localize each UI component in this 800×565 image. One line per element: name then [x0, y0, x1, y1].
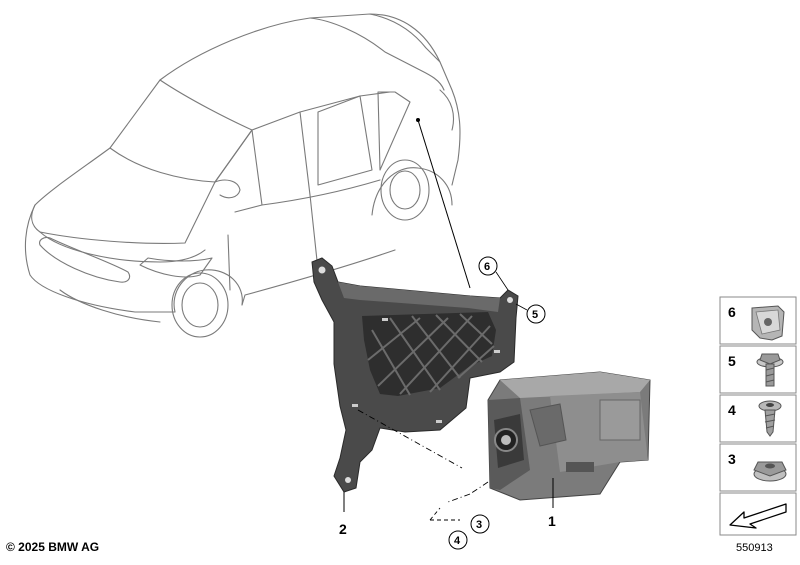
callout-label-1: 1 [548, 513, 556, 529]
side-part-arrow [719, 492, 797, 536]
vehicle-outline [24, 13, 461, 338]
control-unit-part-1 [487, 371, 651, 501]
u-nut-clip-icon [751, 305, 785, 341]
side-part-3[interactable]: 3 [719, 443, 797, 492]
side-parts-legend: 6 5 4 [719, 296, 797, 536]
callout-label-4: 4 [454, 535, 461, 547]
location-leader-line [416, 118, 471, 289]
assembly-lines [357, 409, 489, 503]
side-part-4[interactable]: 4 [719, 394, 797, 443]
callout-1[interactable]: 1 [548, 478, 556, 529]
bracket-part-2 [311, 257, 519, 493]
callout-3[interactable]: 3 [470, 514, 490, 534]
callout-label-3: 3 [476, 519, 482, 531]
hex-bolt-washer-icon [756, 353, 784, 387]
side-part-6-label: 6 [728, 304, 736, 320]
callout-label-2: 2 [339, 521, 347, 537]
callout-label-5: 5 [532, 309, 538, 321]
callout-4[interactable]: 4 [448, 530, 468, 550]
diagram-number: 550913 [736, 542, 773, 554]
copyright-notice: © 2025 BMW AG [6, 540, 100, 554]
callout-2[interactable]: 2 [339, 492, 347, 537]
side-part-6[interactable]: 6 [719, 296, 797, 345]
callout-5[interactable]: 5 [515, 303, 546, 324]
callout-6[interactable]: 6 [478, 256, 509, 291]
torx-screw-icon [758, 400, 782, 437]
arrow-down-left-icon [729, 503, 787, 529]
side-part-5[interactable]: 5 [719, 345, 797, 394]
hex-nut-flange-icon [753, 461, 787, 482]
side-part-5-label: 5 [728, 353, 736, 369]
side-part-4-label: 4 [728, 402, 736, 418]
side-part-3-label: 3 [728, 451, 736, 467]
callout-label-6: 6 [484, 261, 490, 273]
